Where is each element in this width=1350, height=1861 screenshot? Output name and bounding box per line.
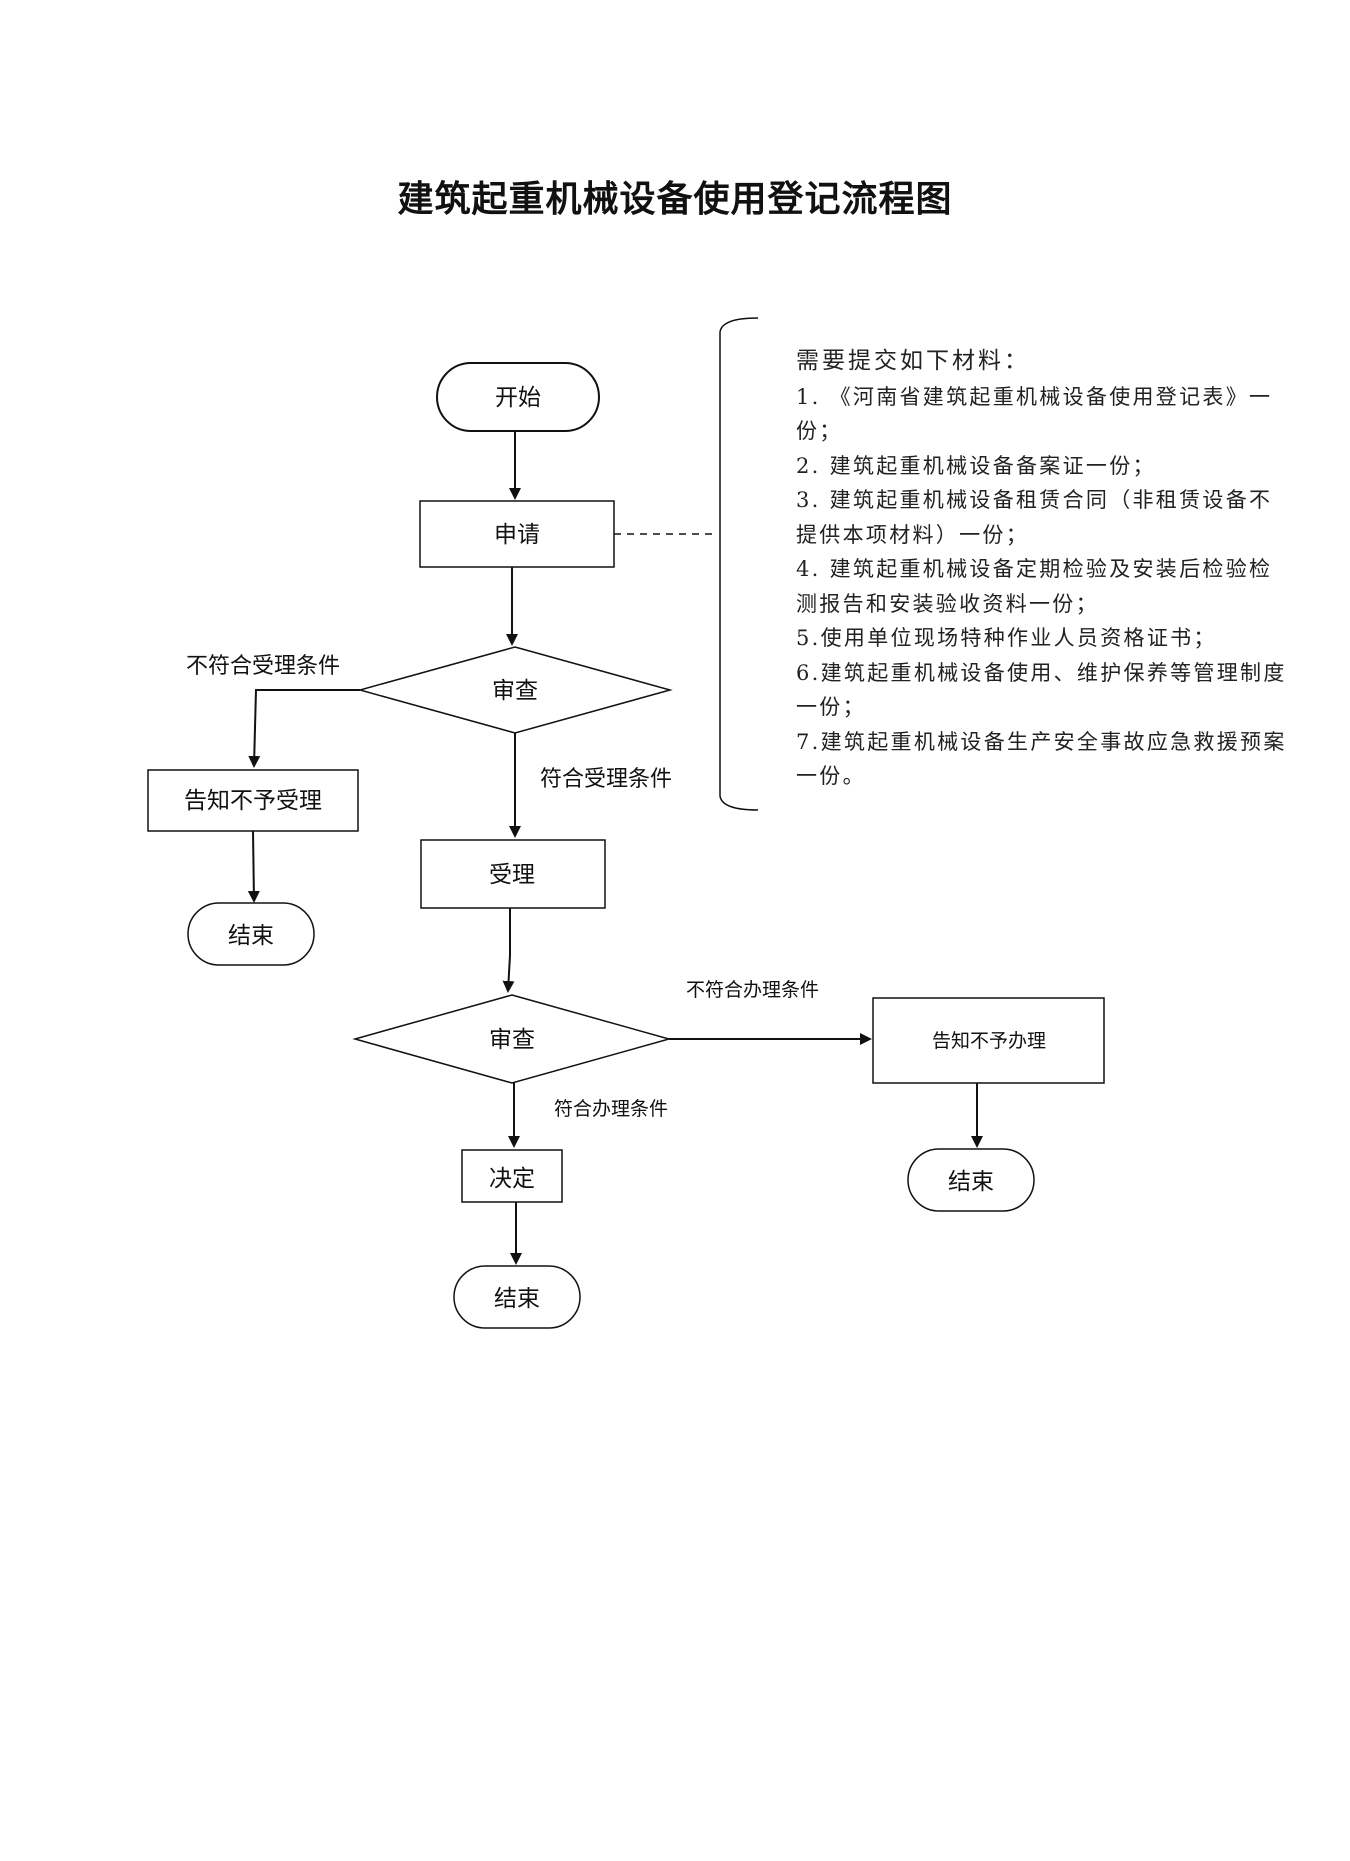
materials-item: 4. 建筑起重机械设备定期检验及安装后检验检测报告和安装验收资料一份； (796, 557, 1273, 616)
materials-item: 2. 建筑起重机械设备备案证一份； (796, 453, 1156, 478)
review1-label: 审查 (492, 678, 538, 704)
materials-item: 3. 建筑起重机械设备租赁合同（非租赁设备不提供本项材料）一份； (796, 488, 1273, 547)
reject2-node: 告知不予办理 (872, 997, 1105, 1084)
review1-fail-label: 不符合受理条件 (186, 654, 340, 679)
review2-node: 审查 (352, 994, 672, 1084)
review1-node: 审查 (357, 646, 673, 734)
end2-label: 结束 (948, 1169, 994, 1195)
end3-label: 结束 (494, 1286, 540, 1312)
reject1-label: 告知不予受理 (184, 788, 322, 814)
apply-label: 申请 (494, 522, 540, 548)
review2-label: 审查 (489, 1027, 535, 1053)
review2-fail-label: 不符合办理条件 (686, 979, 819, 1001)
edge-reject1-end1 (247, 830, 260, 903)
review1-pass-label: 符合受理条件 (540, 767, 672, 792)
materials-list: 需要提交如下材料： 1. 《河南省建筑起重机械设备使用登记表》一份； 2. 建筑… (796, 344, 1292, 794)
materials-heading: 需要提交如下材料： (796, 348, 1030, 374)
review2-pass-label: 符合办理条件 (554, 1098, 668, 1120)
decide-node: 决定 (461, 1149, 563, 1203)
end2-node: 结束 (907, 1148, 1035, 1212)
accept-node: 受理 (420, 839, 606, 909)
page-title: 建筑起重机械设备使用登记流程图 (397, 178, 953, 220)
edge-review1-reject1 (248, 689, 360, 768)
start-node: 开始 (436, 362, 600, 432)
edge-accept-review2 (502, 908, 515, 993)
materials-item: 5.使用单位现场特种作业人员资格证书； (796, 626, 1217, 650)
materials-item: 1. 《河南省建筑起重机械设备使用登记表》一份； (796, 384, 1273, 444)
start-label: 开始 (495, 385, 541, 411)
end3-node: 结束 (453, 1265, 581, 1329)
reject1-node: 告知不予受理 (147, 769, 359, 832)
reject2-label: 告知不予办理 (932, 1030, 1046, 1052)
end1-label: 结束 (228, 923, 274, 949)
materials-brace (719, 317, 759, 811)
materials-item: 6.建筑起重机械设备使用、维护保养等管理制度一份； (796, 660, 1287, 720)
accept-label: 受理 (489, 862, 535, 888)
apply-node: 申请 (419, 500, 615, 568)
end1-node: 结束 (187, 902, 315, 966)
decide-label: 决定 (489, 1166, 535, 1192)
materials-item: 7.建筑起重机械设备生产安全事故应急救援预案一份。 (796, 729, 1287, 789)
